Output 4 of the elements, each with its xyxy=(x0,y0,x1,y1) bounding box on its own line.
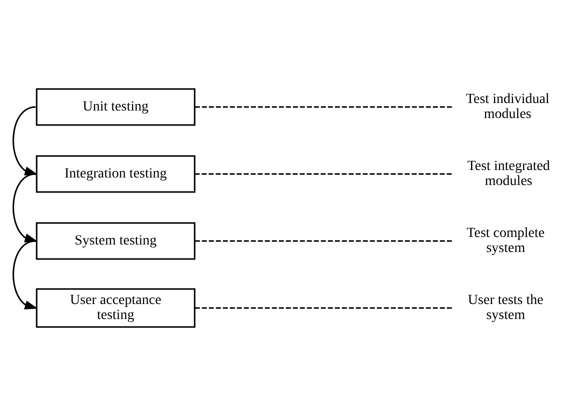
node-text: User tests the system xyxy=(468,292,544,323)
node-text: Test complete system xyxy=(466,226,545,256)
node-text: Test integrated modules xyxy=(467,158,550,189)
node-text: Test individual modules xyxy=(466,92,550,122)
